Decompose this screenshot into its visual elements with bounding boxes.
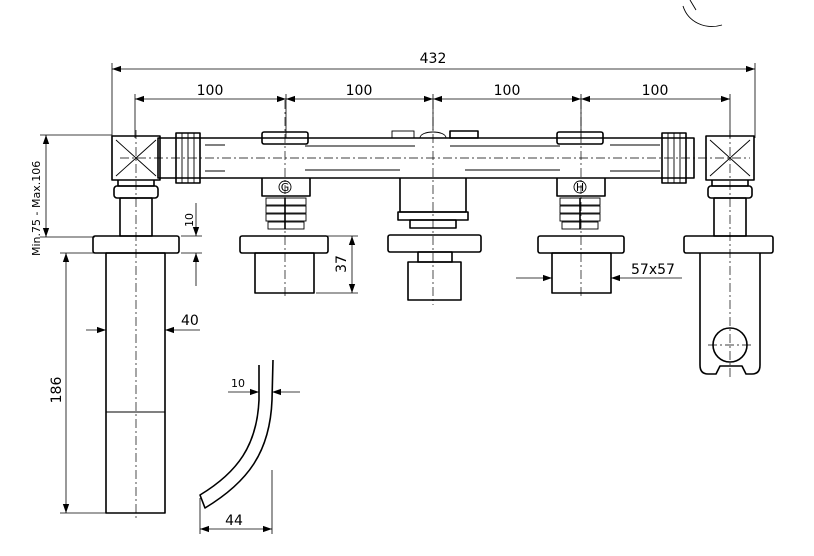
dimension-wall-depth: Min.75 - Max.106 bbox=[30, 134, 112, 256]
shower-holder bbox=[683, 235, 774, 375]
cold-valve: G bbox=[239, 100, 329, 298]
manifold-bar bbox=[120, 130, 750, 184]
spacing-label-1: 100 bbox=[197, 83, 224, 99]
spout-diameter-label: 40 bbox=[181, 313, 199, 329]
detail-circle-partial bbox=[682, 5, 723, 27]
spacing-label-3: 100 bbox=[494, 83, 521, 99]
spout-profile bbox=[199, 359, 274, 509]
dimension-spout-diameter: 40 bbox=[86, 313, 200, 334]
overall-width-label: 432 bbox=[420, 51, 447, 67]
spout-length-label: 186 bbox=[49, 377, 65, 404]
dimension-spout-length: 186 bbox=[49, 252, 106, 514]
left-spout bbox=[92, 235, 180, 514]
wall-depth-label: Min.75 - Max.106 bbox=[30, 161, 43, 256]
nut-height-label: 10 bbox=[183, 213, 196, 227]
dimension-overall-width: 432 bbox=[111, 51, 756, 138]
handle-height-label: 37 bbox=[334, 255, 350, 273]
left-elbow bbox=[111, 130, 161, 520]
handle-size-label: 57x57 bbox=[631, 262, 675, 278]
dimension-handle-height: 37 bbox=[316, 235, 358, 294]
dimension-spout-thickness: 10 bbox=[228, 377, 300, 396]
dimension-spout-projection: 44 bbox=[199, 470, 273, 534]
spout-thickness-label: 10 bbox=[231, 377, 245, 390]
spacing-label-2: 100 bbox=[346, 83, 373, 99]
spout-projection-label: 44 bbox=[225, 513, 243, 529]
hot-valve-label: H bbox=[576, 181, 584, 194]
detail-circle-arrow bbox=[689, 0, 697, 11]
hot-valve: H bbox=[537, 100, 625, 298]
centre-body bbox=[387, 100, 482, 305]
spacing-label-4: 100 bbox=[642, 83, 669, 99]
dimension-spacings: 100 100 100 100 bbox=[134, 83, 731, 138]
dimension-handle-size: 57x57 bbox=[516, 262, 682, 282]
dimension-nut-height: 10 bbox=[181, 203, 202, 286]
